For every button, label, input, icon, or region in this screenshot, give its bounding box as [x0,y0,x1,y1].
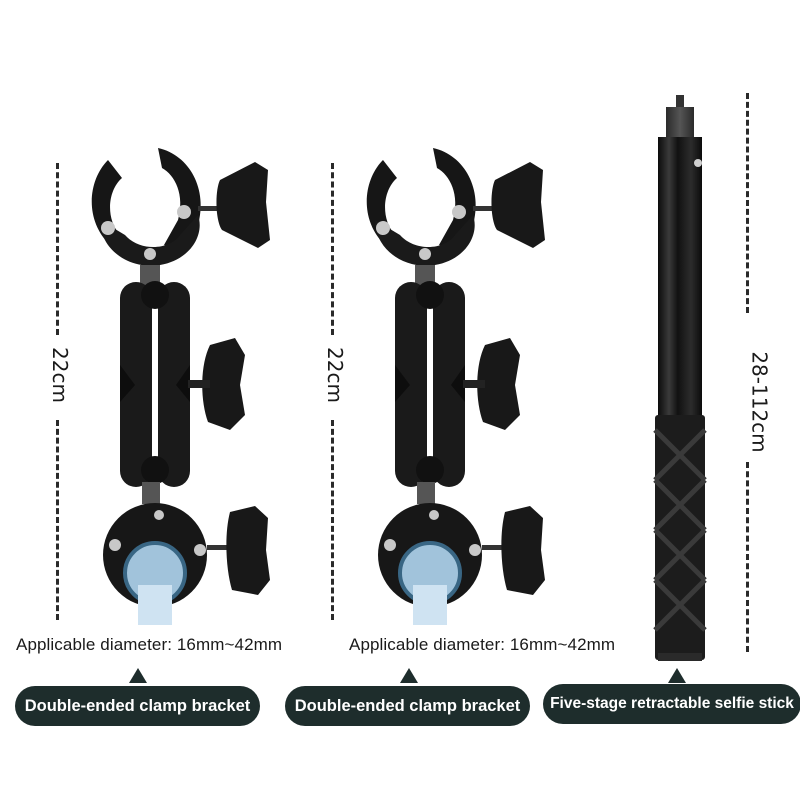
pointer-triangle-icon [129,668,147,683]
clamp-bracket-icon [91,148,270,625]
selfie-stick-icon [653,95,707,661]
product-title-badge: Double-ended clamp bracket [15,686,260,726]
dimension-line-top [746,93,749,313]
dimension-line-top [56,163,59,335]
dimension-label: 28-112cm [747,347,772,457]
product-title-badge: Double-ended clamp bracket [285,686,530,726]
pointer-triangle-icon [400,668,418,683]
dimension-line-bottom [746,462,749,652]
pointer-triangle-icon [668,668,686,683]
applicable-diameter-caption: Applicable diameter: 16mm~42mm [349,635,616,654]
applicable-diameter-caption: Applicable diameter: 16mm~42mm [16,635,283,654]
product-title-badge: Five-stage retractable selfie stick [543,684,800,724]
dimension-label: 22cm [47,343,72,407]
dimension-label: 22cm [322,343,347,407]
dimension-line-bottom [331,420,334,620]
dimension-line-bottom [56,420,59,620]
dimension-line-top [331,163,334,335]
clamp-bracket-icon [366,148,545,625]
